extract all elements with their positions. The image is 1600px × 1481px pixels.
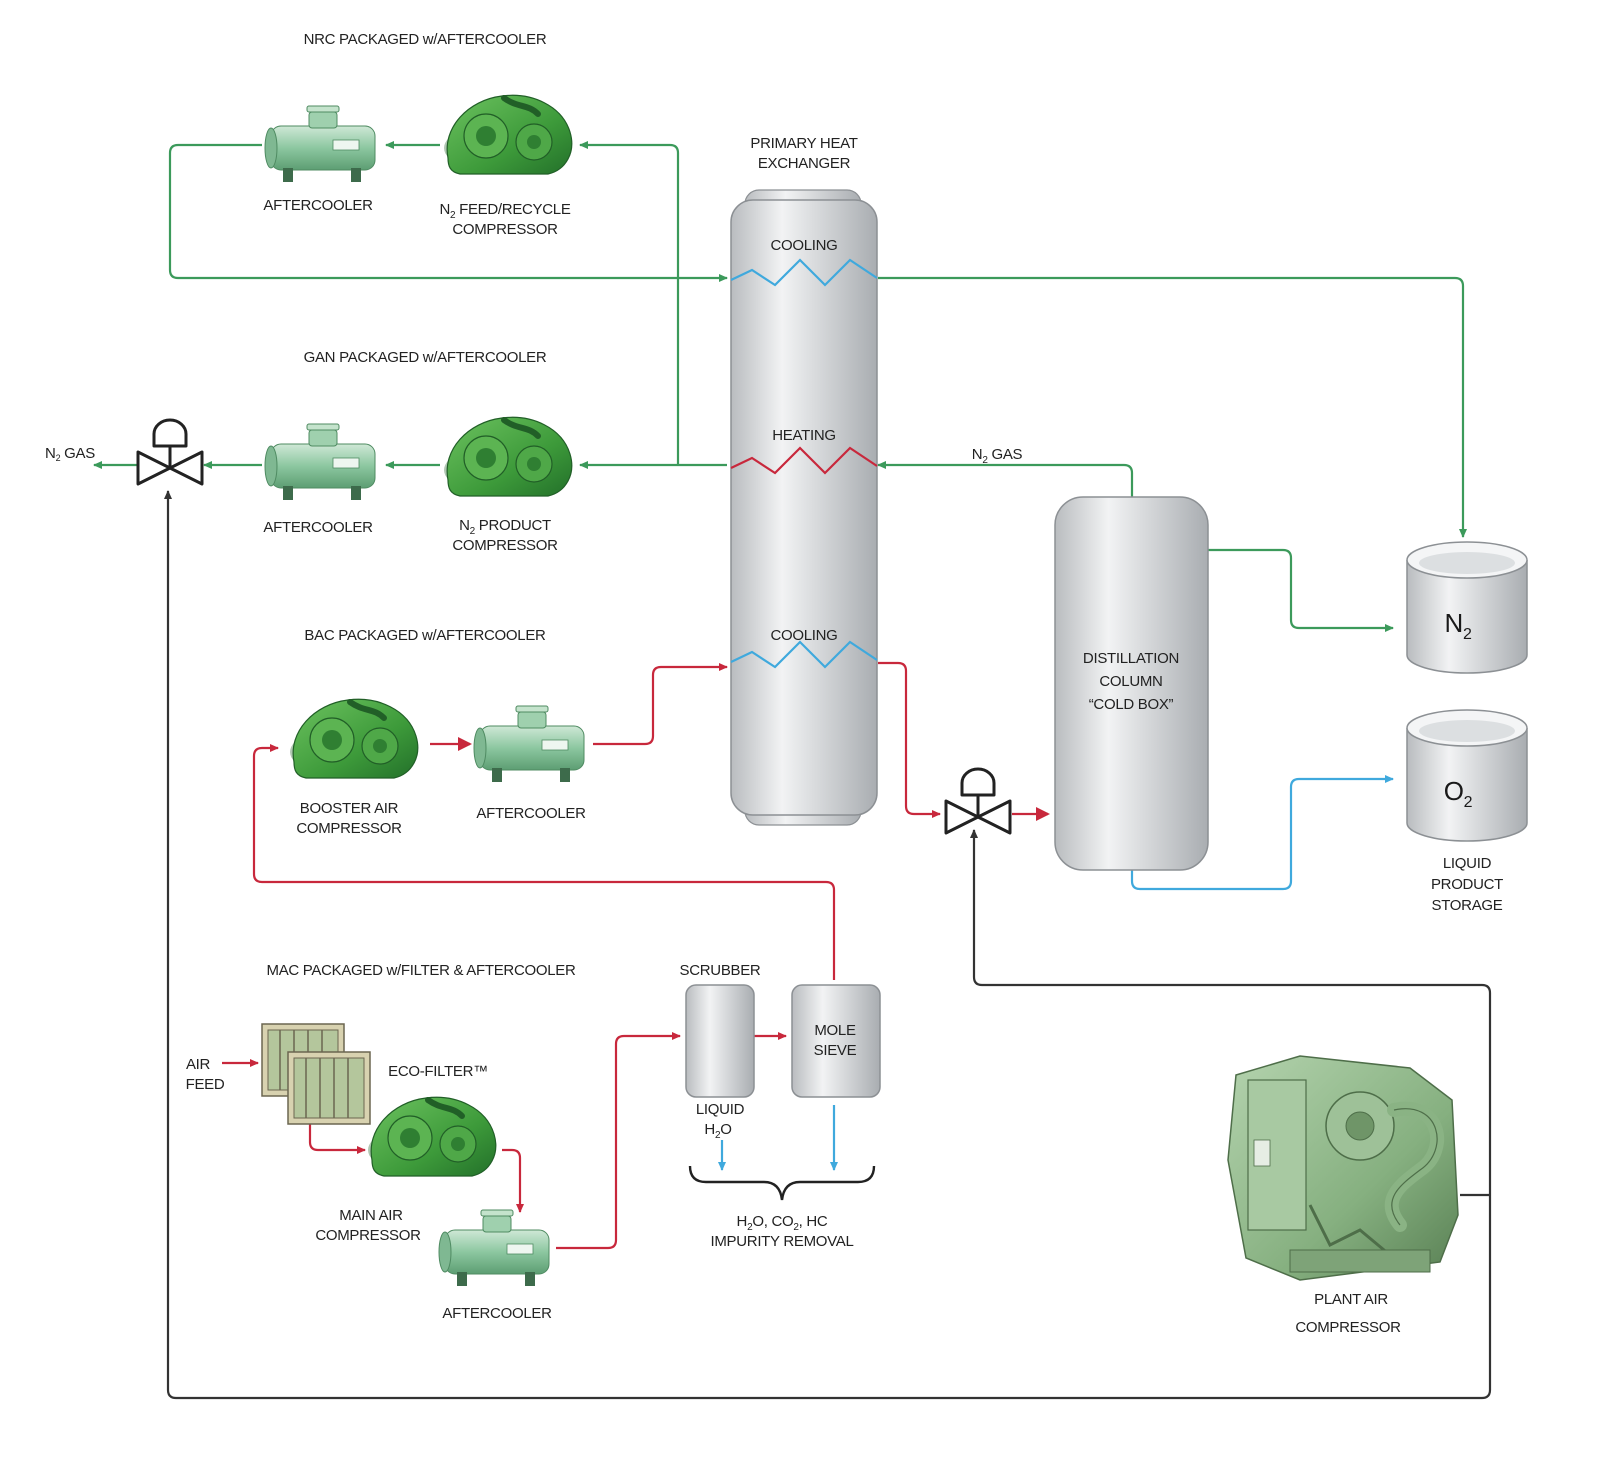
liquid-storage-label-1: LIQUID — [1443, 855, 1492, 872]
main-air-label-1: MAIN AIR — [339, 1207, 403, 1224]
n2-product-label-2: COMPRESSOR — [452, 537, 558, 554]
liquid-storage-label-2: PRODUCT — [1431, 876, 1503, 893]
bac-cooler-to-exchanger-line — [593, 663, 728, 746]
column-to-n2-storage-line — [1207, 548, 1394, 632]
liquid-h2o-label-2: H2O — [704, 1121, 731, 1141]
liquid-storage-label-3: STORAGE — [1432, 897, 1503, 914]
o2-storage-tank: O2 — [1406, 709, 1528, 842]
mac-to-cooler-line — [502, 1148, 524, 1213]
filter-to-mac-line — [308, 1124, 366, 1154]
column-label-2: COLUMN — [1099, 673, 1162, 690]
impurity-brace — [688, 1165, 876, 1201]
n2-tank-label: N2 — [1444, 608, 1471, 643]
cooling-label-top: COOLING — [770, 237, 837, 254]
n2-feed-recycle-label: N2 FEED/RECYCLE — [439, 201, 570, 221]
nrc-section-title: NRC PACKAGED w/AFTERCOOLER — [304, 31, 547, 48]
scrubber-vessel — [685, 984, 755, 1098]
n2-feed-recycle-label-2: COMPRESSOR — [452, 221, 558, 238]
column-inlet-control-valve — [944, 767, 1012, 835]
bac-aftercooler-label: AFTERCOOLER — [476, 805, 586, 822]
cooling-to-n2-storage-line — [878, 276, 1467, 538]
booster-air-label-1: BOOSTER AIR — [300, 800, 399, 817]
impurity-label-1: H2O, CO2, HC — [737, 1213, 828, 1233]
nrc-return-line — [168, 143, 728, 282]
column-label-3: “COLD BOX” — [1089, 696, 1174, 713]
nrc-aftercooler — [264, 105, 376, 183]
gan-aftercooler — [264, 423, 376, 501]
distillation-column: DISTILLATION COLUMN “COLD BOX” — [1054, 496, 1209, 871]
n2-gas-line-from-column — [877, 461, 1134, 497]
plant-air-label-2: COMPRESSOR — [1295, 1319, 1401, 1336]
n2-feed-recycle-compressor — [444, 95, 572, 174]
booster-air-label-2: COMPRESSOR — [296, 820, 402, 837]
mac-aftercooler — [438, 1209, 550, 1287]
heat-exchanger-title-2: EXCHANGER — [758, 155, 851, 172]
mole-sieve-to-bac-line — [252, 744, 836, 980]
gan-section-title: GAN PACKAGED w/AFTERCOOLER — [304, 349, 547, 366]
n2-gas-control-valve — [136, 418, 204, 486]
main-air-label-2: COMPRESSOR — [315, 1227, 421, 1244]
heating-label: HEATING — [772, 427, 835, 444]
scrubber-label: SCRUBBER — [680, 962, 761, 979]
gan-aftercooler-label: AFTERCOOLER — [263, 519, 373, 536]
air-feed-label-2: FEED — [186, 1076, 225, 1093]
heat-exchanger-title-1: PRIMARY HEAT — [750, 135, 857, 152]
cooling-label-bottom: COOLING — [770, 627, 837, 644]
mac-cooler-to-scrubber-line — [556, 1032, 681, 1250]
booster-air-compressor — [290, 699, 418, 778]
mole-sieve-label-2: SIEVE — [814, 1042, 857, 1059]
liquid-h2o-label-1: LIQUID — [696, 1101, 745, 1118]
plant-air-to-column-valve-line — [970, 829, 1492, 1195]
primary-heat-exchanger: PRIMARY HEAT EXCHANGER COOLING HEATING C… — [730, 135, 878, 826]
mole-sieve-vessel — [791, 984, 881, 1098]
cooling-coil-top — [730, 258, 878, 287]
cooling-coil-bottom — [730, 640, 878, 669]
exchanger-to-valve-line — [878, 661, 941, 818]
nrc-aftercooler-label: AFTERCOOLER — [263, 197, 373, 214]
bac-section-title: BAC PACKAGED w/AFTERCOOLER — [304, 627, 546, 644]
mole-sieve-label-1: MOLE — [814, 1022, 856, 1039]
air-feed-label-1: AIR — [186, 1056, 211, 1073]
n2-product-label: N2 PRODUCT — [459, 517, 551, 537]
bac-aftercooler — [473, 705, 585, 783]
eco-filter-label: ECO-FILTER™ — [388, 1063, 488, 1080]
plant-air-label-1: PLANT AIR — [1314, 1291, 1388, 1308]
impurity-label-2: IMPURITY REMOVAL — [710, 1233, 853, 1250]
mac-aftercooler-label: AFTERCOOLER — [442, 1305, 552, 1322]
plant-air-to-valve-line — [168, 491, 1492, 1400]
eco-filter — [261, 1023, 371, 1125]
nrc-feed-line — [579, 141, 680, 465]
column-label-1: DISTILLATION — [1083, 650, 1179, 667]
plant-air-compressor — [1227, 1055, 1459, 1281]
column-to-o2-storage-line — [1130, 775, 1394, 891]
n2-gas-out-label: N2 GAS — [45, 445, 95, 463]
o2-tank-label: O2 — [1444, 776, 1473, 811]
heating-coil — [730, 446, 878, 475]
n2-product-compressor — [444, 417, 572, 496]
n2-gas-column-label: N2 GAS — [972, 446, 1023, 466]
mac-section-title: MAC PACKAGED w/FILTER & AFTERCOOLER — [267, 962, 576, 979]
n2-storage-tank: N2 — [1406, 541, 1528, 674]
main-air-compressor — [368, 1097, 496, 1176]
